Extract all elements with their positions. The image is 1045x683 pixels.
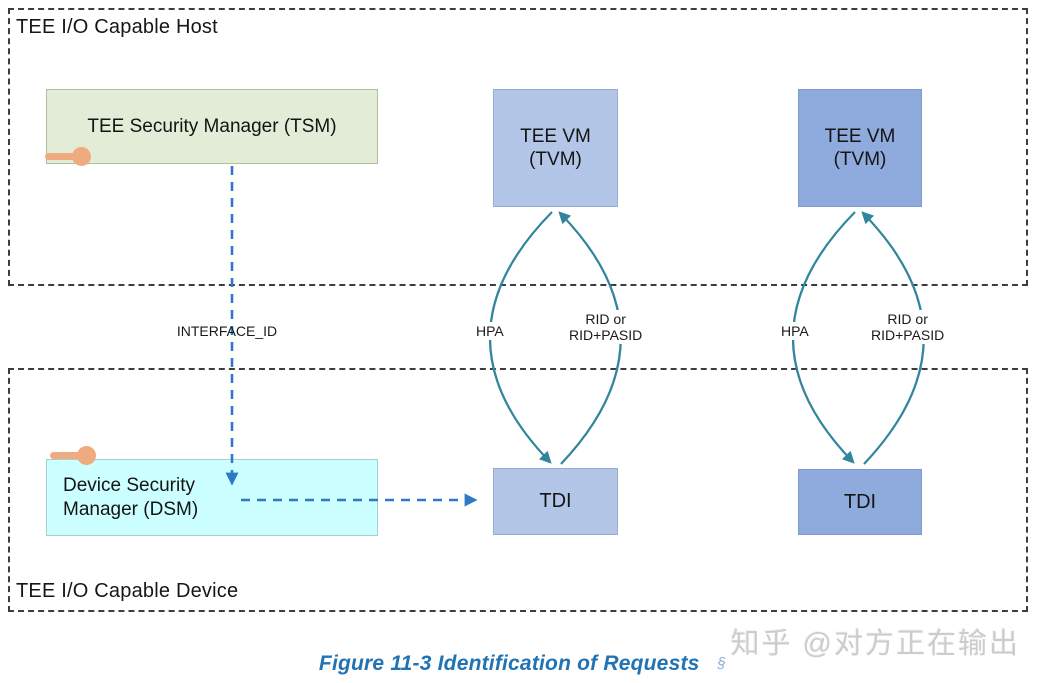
- device-zone-label: TEE I/O Capable Device: [16, 580, 239, 602]
- rid-label-left: RID or RID+PASID: [566, 310, 646, 344]
- watermark: 知乎 @对方正在输出: [730, 628, 1020, 660]
- tdi-left-label: TDI: [539, 490, 572, 513]
- key-icon: [45, 146, 91, 166]
- tvm-node-right: TEE VM (TVM): [798, 89, 922, 207]
- tvm-right-label: TEE VM (TVM): [825, 125, 896, 171]
- tvm-node-left: TEE VM (TVM): [493, 89, 618, 207]
- rid-right-line1: RID or: [887, 311, 928, 327]
- figure-caption: Figure 11-3 Identification of Requests §: [0, 652, 1045, 676]
- tvm-left-line2: (TVM): [529, 149, 582, 170]
- rid-right-line2: RID+PASID: [871, 327, 945, 343]
- tdi-node-right: TDI: [798, 469, 922, 535]
- figure-caption-text: Figure 11-3 Identification of Requests: [318, 652, 700, 675]
- interface-id-label: INTERFACE_ID: [176, 323, 278, 339]
- key-icon-bar: [45, 153, 79, 160]
- tvm-left-line1: TEE VM: [520, 125, 591, 147]
- dsm-label: Device Security Manager (DSM): [63, 475, 199, 520]
- key-icon-head: [77, 446, 96, 465]
- dsm-node: Device Security Manager (DSM): [46, 459, 378, 536]
- key-icon-bar: [50, 452, 84, 459]
- tvm-right-line2: (TVM): [833, 149, 887, 170]
- rid-left-line1: RID or: [585, 311, 626, 327]
- hpa-label-right: HPA: [778, 322, 812, 340]
- tdi-node-left: TDI: [493, 468, 618, 535]
- tvm-left-label: TEE VM (TVM): [520, 125, 591, 171]
- tsm-label: TEE Security Manager (TSM): [87, 115, 337, 137]
- rid-left-line2: RID+PASID: [569, 327, 643, 343]
- host-zone-label: TEE I/O Capable Host: [16, 16, 218, 38]
- key-icon: [50, 445, 96, 465]
- tsm-node: TEE Security Manager (TSM): [46, 89, 378, 164]
- hpa-label-left: HPA: [473, 322, 507, 340]
- key-icon-head: [72, 147, 91, 166]
- section-mark: §: [717, 655, 727, 672]
- tvm-right-line1: TEE VM: [824, 125, 896, 147]
- tdi-right-label: TDI: [843, 490, 877, 513]
- rid-label-right: RID or RID+PASID: [868, 310, 948, 344]
